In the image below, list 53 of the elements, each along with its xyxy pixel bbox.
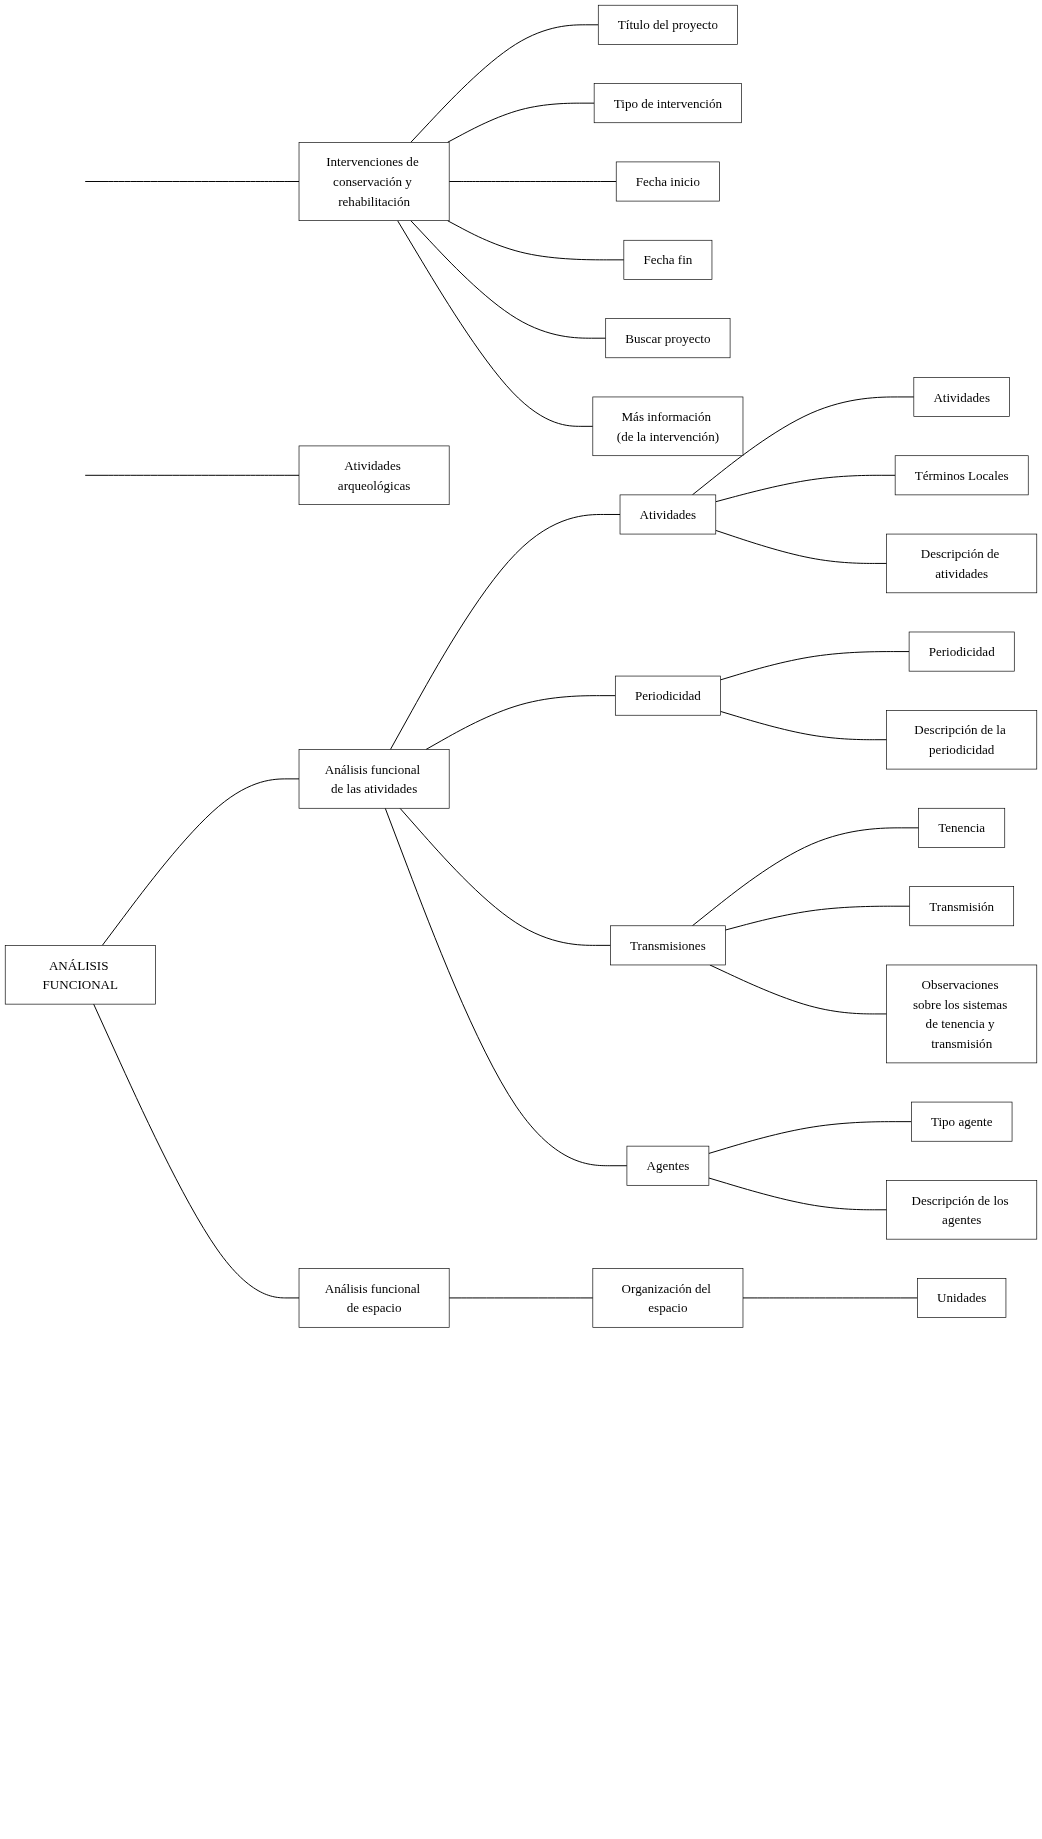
connector: [691, 396, 915, 496]
connector: [708, 1121, 912, 1154]
node-box: Análisis funcional de las atividades: [298, 749, 450, 809]
connector: [709, 964, 888, 1015]
node-box: Periodicidad: [908, 631, 1015, 672]
node-box: Descripción de atividades: [886, 533, 1038, 594]
node-box: Fecha inicio: [615, 161, 720, 202]
node-box: Agentes: [626, 1145, 710, 1186]
connector: [389, 514, 621, 750]
node-box: Observaciones sobre los sistemas de tenencia y transmisión: [886, 964, 1038, 1064]
connector: [720, 710, 888, 741]
node-box: Atividades arqueológicas: [298, 445, 450, 505]
node-box: Atividades: [913, 377, 1010, 417]
connector: [691, 827, 920, 927]
node-box: Fecha fin: [623, 239, 713, 280]
connector: [410, 24, 599, 143]
node-box: Buscar proyecto: [605, 318, 731, 359]
connector: [410, 220, 607, 339]
connector: [397, 220, 594, 427]
node-box: Título del proyecto: [597, 4, 738, 45]
connector: [384, 807, 628, 1167]
connector: [724, 905, 911, 931]
connector: [447, 102, 595, 143]
node-box: Transmisiones: [610, 925, 726, 966]
connector: [715, 529, 888, 564]
node-box: Más información (de la intervención): [592, 396, 744, 457]
node-box: Periodicidad: [615, 675, 721, 716]
node-box: Tipo de intervención: [593, 83, 742, 124]
node-box: Unidades: [917, 1278, 1007, 1318]
node-box: Transmisión: [909, 886, 1015, 927]
node-box: Tenencia: [918, 807, 1006, 848]
connector: [448, 1297, 594, 1299]
connector: [84, 474, 300, 476]
connector: [448, 181, 617, 182]
connector: [93, 1003, 300, 1299]
node-box: ANÁLISIS FUNCIONAL: [4, 945, 156, 1005]
node-box: Descripción de la periodicidad: [886, 710, 1038, 770]
node-box: Organización del espacio: [592, 1268, 744, 1328]
connector: [742, 1297, 918, 1299]
connector: [84, 181, 300, 182]
node-box: Análisis funcional de espacio: [298, 1268, 450, 1328]
node-box: Atividades: [619, 494, 717, 535]
node-box: Términos Locales: [894, 455, 1029, 496]
node-box: Tipo agente: [911, 1101, 1013, 1142]
connector: [399, 807, 611, 946]
connector: [447, 220, 625, 261]
connector: [425, 695, 616, 750]
node-box: Descripción de los agentes: [886, 1180, 1038, 1240]
connector: [708, 1177, 888, 1211]
connector: [715, 474, 896, 503]
connector: [101, 778, 300, 946]
node-box: Intervenciones de conservación y rehabilitación: [298, 142, 450, 221]
connector: [720, 651, 910, 681]
